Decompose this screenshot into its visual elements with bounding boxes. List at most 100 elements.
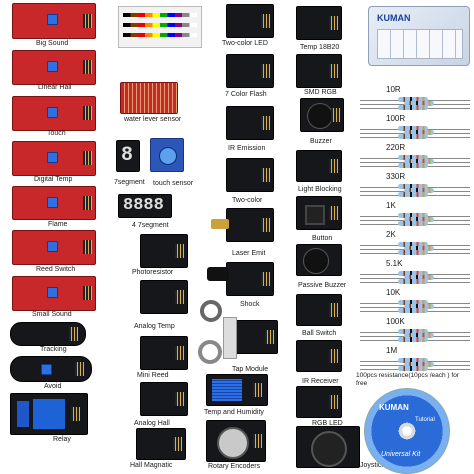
resistor	[404, 188, 434, 193]
big-sound-label: Big Sound	[36, 40, 69, 47]
resistor	[398, 105, 428, 110]
temp-and-humidity-module	[206, 374, 268, 406]
resistor	[404, 101, 434, 106]
storage-box: KUMAN	[368, 6, 470, 66]
resistor-value-label: 220R	[386, 143, 406, 152]
ring-magnet	[200, 300, 222, 322]
flame-module	[12, 186, 96, 220]
rgb-led-label: RGB LED	[312, 420, 343, 427]
ir-emission-module	[226, 106, 274, 140]
resistor	[398, 366, 428, 371]
resistor-note: 100pcs resistance(10pcs /each ) for free	[356, 372, 459, 387]
rgb-led-module	[296, 386, 342, 418]
big-sound-module	[12, 3, 96, 39]
ball-switch-label: Ball Switch	[302, 330, 337, 337]
two-color-led-module	[226, 4, 274, 38]
avoid-module	[10, 356, 92, 382]
box-brand: KUMAN	[377, 13, 411, 23]
resistor-value-label: 100R	[386, 114, 406, 123]
passive-buzzer-module	[296, 244, 342, 276]
digital-temp-module	[12, 141, 96, 176]
passive-buzzer-label: Passive Buzzer	[298, 282, 347, 289]
photoresistor-label: Photoresistor	[132, 269, 174, 276]
two-color-led-label: Two-color LED	[222, 40, 268, 47]
small-sound-label: Small Sound	[32, 311, 72, 318]
resistor	[404, 159, 434, 164]
shock-module	[207, 262, 274, 296]
relay-module	[10, 393, 88, 435]
resistor-color-chart	[118, 6, 202, 48]
cd-brand: KUMAN	[379, 403, 409, 412]
touch-sensor-module	[150, 138, 184, 172]
hex-nut	[198, 340, 222, 364]
resistor	[404, 130, 434, 135]
buzzer-label: Buzzer	[310, 138, 332, 145]
temp-18b20-label: Temp 18B20	[300, 44, 340, 51]
resistor	[398, 213, 428, 218]
rotary-encoders-label: Rotary Encoders	[208, 463, 261, 470]
seven-color-flash-module	[226, 54, 274, 88]
analog-hall-module	[140, 382, 188, 416]
light-blocking-module	[296, 150, 342, 182]
analog-hall-label: Analog Hall	[134, 420, 170, 427]
temp-and-humidity-label: Temp and Humidity	[204, 409, 264, 416]
touch-sensor-label: touch sensor	[153, 180, 194, 187]
reed-switch-module	[12, 230, 96, 265]
reed-switch-label: Reed Switch	[36, 266, 76, 273]
resistor	[398, 184, 428, 189]
ir-receiver-module	[296, 340, 342, 372]
resistor	[398, 126, 428, 131]
resistor	[398, 329, 428, 334]
resistor	[398, 192, 428, 197]
resistor-value-label: 2K	[386, 230, 396, 239]
seven-color-flash-label: 7 Color Flash	[225, 91, 267, 98]
smd-rgb-label: SMD RGB	[304, 89, 337, 96]
resistor-value-label: 10R	[386, 85, 401, 94]
flame-label: Flame	[48, 221, 68, 228]
tracking-module	[10, 322, 86, 346]
relay-label: Relay	[53, 436, 71, 443]
water-level-sensor-module	[120, 82, 178, 114]
joystick-label: Joystick	[360, 462, 385, 469]
resistor	[404, 275, 434, 280]
resistor	[404, 333, 434, 338]
resistor-value-label: 1K	[386, 201, 396, 210]
ball-switch-module	[296, 294, 342, 326]
analog-temp-label: Analog Temp	[134, 323, 175, 330]
tutorial-cd: KUMAN Tutorial Universal Kit	[364, 388, 450, 474]
resistor	[404, 362, 434, 367]
cd-title: Tutorial	[415, 417, 435, 423]
light-blocking-label: Light Blocking	[298, 186, 342, 193]
two-color-label: Two-color	[232, 197, 263, 204]
four-seven-segment-display: 8888	[118, 194, 172, 218]
resistor	[398, 271, 428, 276]
hall-magnatic-label: Hall Magnatic	[130, 462, 173, 469]
resistor	[398, 97, 428, 102]
tracking-label: Tracking	[40, 346, 67, 353]
cd-subtitle: Universal Kit	[381, 451, 421, 458]
resistor	[398, 358, 428, 363]
resistor	[398, 221, 428, 226]
laser-emit-label: Laser Emit	[232, 250, 266, 257]
rotary-encoders-module	[206, 420, 266, 462]
hall-magnatic-module	[136, 428, 186, 460]
tap-module-label: Tap Module	[232, 366, 269, 373]
resistor	[398, 163, 428, 168]
resistor	[398, 300, 428, 305]
resistor	[398, 155, 428, 160]
resistor	[404, 217, 434, 222]
tap-module	[223, 317, 278, 359]
small-sound-module	[12, 276, 96, 311]
resistor	[398, 337, 428, 342]
four-seven-segment-label: 4 7segment	[132, 222, 169, 229]
resistor-value-label: 100K	[386, 317, 405, 326]
resistor	[404, 246, 434, 251]
photoresistor-module	[140, 234, 188, 268]
linear-hall-module	[12, 50, 96, 85]
joystick-module	[296, 426, 360, 468]
temp-18b20-module	[296, 6, 342, 40]
resistor-value-label: 330R	[386, 172, 406, 181]
two-color-module	[226, 158, 274, 192]
linear-hall-label: Linear Hall	[38, 84, 72, 91]
